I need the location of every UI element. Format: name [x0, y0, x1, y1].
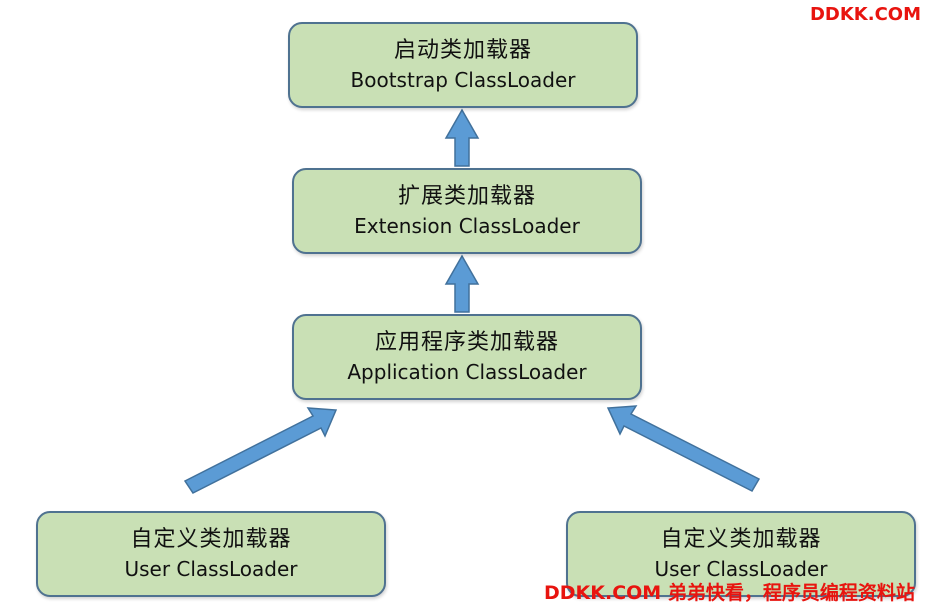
node-bootstrap-classloader: 启动类加载器 Bootstrap ClassLoader	[288, 22, 638, 108]
node-label-cn: 扩展类加载器	[397, 184, 536, 209]
node-user-classloader-left: 自定义类加载器 User ClassLoader	[36, 511, 386, 597]
node-label-en: User ClassLoader	[654, 557, 828, 581]
node-application-classloader: 应用程序类加载器 Application ClassLoader	[292, 314, 642, 400]
node-label-en: Application ClassLoader	[347, 360, 587, 384]
node-label-cn: 自定义类加载器	[660, 527, 822, 552]
node-label-cn: 自定义类加载器	[130, 527, 292, 552]
watermark-bottom: DDKK.COM 弟弟快看，程序员编程资料站	[544, 582, 915, 604]
node-extension-classloader: 扩展类加载器 Extension ClassLoader	[292, 168, 642, 254]
node-label-en: User ClassLoader	[124, 557, 298, 581]
node-label-en: Extension ClassLoader	[354, 214, 580, 238]
node-label-cn: 启动类加载器	[393, 38, 532, 63]
node-label-cn: 应用程序类加载器	[374, 330, 559, 355]
arrow-user-left-to-application	[183, 407, 338, 494]
watermark-top: DDKK.COM	[809, 4, 921, 25]
node-label-en: Bootstrap ClassLoader	[350, 68, 576, 92]
arrow-extension-to-bootstrap	[444, 108, 480, 167]
arrow-user-right-to-application	[606, 405, 761, 492]
node-user-classloader-right: 自定义类加载器 User ClassLoader	[566, 511, 916, 597]
arrow-application-to-extension	[444, 254, 480, 313]
